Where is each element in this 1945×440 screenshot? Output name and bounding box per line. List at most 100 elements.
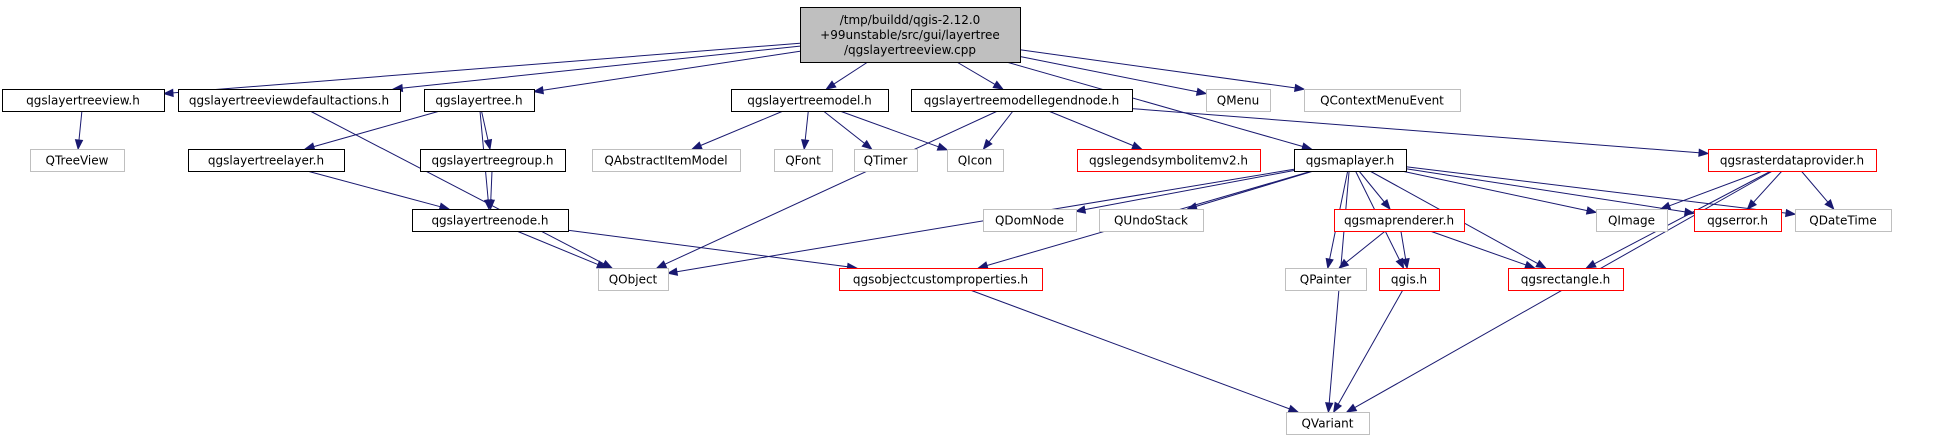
edge-legendnode-h-to-legendsymbol-h [1048, 110, 1134, 147]
node-maplayer-h[interactable]: qgsmaplayer.h [1294, 149, 1407, 172]
arrowhead [666, 267, 679, 276]
arrowhead [74, 139, 84, 151]
arrowhead [1074, 205, 1087, 214]
edge-maprenderer-h-to-qgis-h [1400, 230, 1407, 260]
node-qdatetime[interactable]: QDateTime [1795, 209, 1892, 232]
arrowhead [1195, 87, 1208, 96]
node-view-h[interactable]: qgslayertreeview.h [2, 89, 165, 112]
node-label: QPainter [1300, 272, 1352, 286]
edge-root-to-layertree-h [542, 50, 801, 91]
arrowhead [1325, 402, 1334, 414]
node-box [983, 209, 1077, 232]
edge-root-to-model-h [833, 61, 869, 85]
node-label: QTimer [864, 153, 908, 167]
node-qvariant[interactable]: QVariant [1286, 412, 1370, 435]
node-customprops-h[interactable]: qgsobjectcustomproperties.h [839, 268, 1043, 291]
node-qdomnode[interactable]: QDomNode [983, 209, 1077, 232]
edge-rasterdp-h-to-error-h [1753, 170, 1783, 203]
node-box [1294, 149, 1407, 172]
node-box [854, 149, 918, 172]
node-label: qgslegendsymbolitemv2.h [1089, 153, 1248, 167]
node-legendnode-h[interactable]: qgslayertreemodellegendnode.h [911, 89, 1133, 112]
node-legendsymbol-h[interactable]: qgslegendsymbolitemv2.h [1077, 149, 1261, 172]
arrowhead [1785, 208, 1797, 218]
node-box [1285, 268, 1367, 291]
node-rasterdp-h[interactable]: qgsrasterdataprovider.h [1708, 149, 1877, 172]
arrowhead [691, 141, 703, 150]
node-label: QUndoStack [1114, 213, 1188, 227]
node-qmenu[interactable]: QMenu [1206, 89, 1271, 112]
node-defaultactions-h[interactable]: qgslayertreeviewdefaultactions.h [178, 89, 401, 112]
node-box [1099, 209, 1204, 232]
node-label: QMenu [1217, 93, 1259, 107]
node-label: QIcon [958, 153, 993, 167]
node-qabstractitemmodel[interactable]: QAbstractItemModel [592, 149, 741, 172]
edge-root-to-qmenu [1019, 56, 1198, 93]
node-qpainter[interactable]: QPainter [1285, 268, 1367, 291]
edge-root-to-defaultactions-h [402, 45, 801, 89]
arrowhead [977, 261, 989, 270]
node-qicon[interactable]: QIcon [947, 149, 1004, 172]
node-qimage[interactable]: QImage [1596, 209, 1668, 232]
arrowhead [982, 138, 993, 151]
node-rectangle-h[interactable]: qgsrectangle.h [1508, 268, 1624, 291]
edge-treelayer-h-to-treenode-h [306, 170, 441, 208]
node-label: QDomNode [995, 213, 1064, 227]
node-qobject[interactable]: QObject [598, 268, 669, 291]
edge-model-h-to-qabstractitemmodel [700, 110, 784, 146]
node-label: QImage [1608, 213, 1655, 227]
node-label: qgsobjectcustomproperties.h [853, 272, 1028, 286]
arrowhead [1293, 83, 1306, 93]
node-box [1694, 209, 1782, 232]
node-qtreeview[interactable]: QTreeView [30, 149, 125, 172]
edge-rasterdp-h-to-qdatetime [1800, 170, 1829, 203]
edge-maplayer-h-to-qimage [1401, 170, 1588, 212]
node-box [1334, 209, 1465, 232]
node-label: qgsmaplayer.h [1306, 153, 1395, 167]
node-box [911, 89, 1133, 112]
arrowhead [1535, 259, 1547, 269]
node-box [1206, 89, 1271, 112]
node-box [1708, 149, 1877, 172]
node-box [30, 149, 125, 172]
node-qfont[interactable]: QFont [774, 149, 833, 172]
node-label: qgserror.h [1707, 213, 1768, 227]
node-qcontextmenuevent[interactable]: QContextMenuEvent [1304, 89, 1461, 112]
node-treenode-h[interactable]: qgslayertreenode.h [412, 209, 569, 232]
node-label: qgis.h [1391, 272, 1427, 286]
edge-root-to-legendnode-h [956, 61, 996, 85]
edge-legendnode-h-to-qicon [988, 110, 1014, 143]
edge-treenode-h-to-customprops-h [567, 229, 848, 268]
edge-rasterdp-h-to-rectangle-h [1594, 170, 1772, 265]
arrowhead [1131, 141, 1143, 150]
node-qundostack[interactable]: QUndoStack [1099, 209, 1204, 232]
arrowhead [1524, 260, 1536, 269]
arrowhead [861, 139, 873, 150]
arrowhead [1287, 404, 1300, 413]
node-label: qgslayertreegroup.h [431, 153, 553, 167]
edge-legendnode-h-to-rasterdp-h [1131, 108, 1700, 154]
edge-defaultactions-h-to-qobject [309, 110, 605, 265]
node-label: QFont [785, 153, 821, 167]
node-label: qgslayertree.h [435, 93, 522, 107]
node-maprenderer-h[interactable]: qgsmaprenderer.h [1334, 209, 1465, 232]
node-label: +99unstable/src/gui/layertree [820, 28, 1000, 42]
edge-maplayer-h-to-qdatetime [1405, 166, 1787, 214]
edge-root-to-view-h [172, 42, 801, 94]
node-treegroup-h[interactable]: qgslayertreegroup.h [420, 149, 566, 172]
node-box [424, 89, 535, 112]
node-qgis-h[interactable]: qgis.h [1379, 268, 1440, 291]
edge-treegroup-h-to-treenode-h [490, 170, 493, 201]
node-error-h[interactable]: qgserror.h [1694, 209, 1782, 232]
node-label: qgsmaprenderer.h [1344, 213, 1454, 227]
node-box [1596, 209, 1668, 232]
node-label: QContextMenuEvent [1320, 93, 1444, 107]
node-root[interactable]: /tmp/buildd/qgis-2.12.0+99unstable/src/g… [800, 7, 1021, 63]
node-qtimer[interactable]: QTimer [854, 149, 918, 172]
node-treelayer-h[interactable]: qgslayertreelayer.h [188, 149, 345, 172]
node-box [178, 89, 401, 112]
node-model-h[interactable]: qgslayertreemodel.h [731, 89, 889, 112]
edge-qgis-h-to-qvariant [1337, 289, 1404, 405]
edge-treenode-h-to-qobject [516, 230, 599, 266]
node-layertree-h[interactable]: qgslayertree.h [424, 89, 535, 112]
